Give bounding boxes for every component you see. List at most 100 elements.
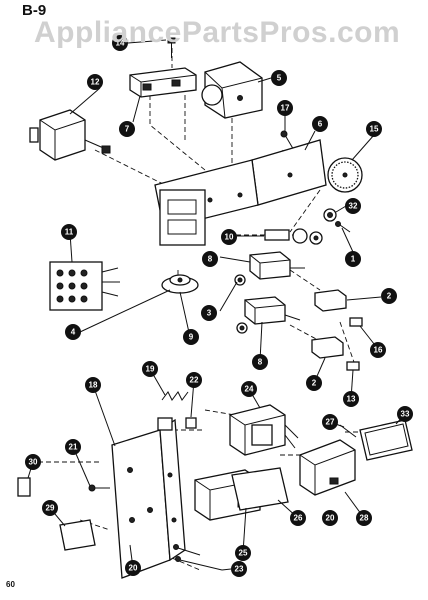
svg-text:24: 24	[245, 385, 254, 394]
callout-18: 18	[85, 377, 101, 393]
nut-part-22	[185, 417, 197, 429]
svg-text:21: 21	[69, 443, 78, 452]
callout-12: 12	[87, 74, 103, 90]
svg-text:26: 26	[294, 514, 303, 523]
callout-33: 33	[397, 406, 413, 422]
svg-text:27: 27	[326, 418, 335, 427]
callout-25: 25	[235, 545, 251, 561]
screw-part-23	[175, 556, 223, 571]
svg-text:18: 18	[89, 381, 98, 390]
callout-23: 23	[231, 561, 247, 577]
callout-24: 24	[241, 381, 257, 397]
svg-text:2: 2	[312, 379, 317, 388]
callout-20-right: 20	[322, 510, 338, 526]
svg-text:14: 14	[116, 39, 125, 48]
svg-text:9: 9	[189, 333, 194, 342]
switch-part-12	[29, 109, 111, 161]
svg-text:10: 10	[225, 233, 234, 242]
spring-switch-part-19	[157, 391, 189, 431]
callout-30: 30	[25, 454, 41, 470]
callout-2-upper: 2	[381, 288, 397, 304]
svg-text:32: 32	[349, 202, 358, 211]
svg-text:28: 28	[360, 514, 369, 523]
svg-text:17: 17	[281, 104, 290, 113]
callout-8-upper: 8	[202, 251, 218, 267]
callout-7: 7	[119, 121, 135, 137]
terminal-part-2-lower	[311, 336, 344, 359]
callout-28: 28	[356, 510, 372, 526]
svg-text:3: 3	[207, 309, 212, 318]
callout-15: 15	[366, 121, 382, 137]
svg-text:25: 25	[239, 549, 248, 558]
svg-text:33: 33	[401, 410, 410, 419]
solenoid-part-24	[229, 404, 299, 456]
svg-text:15: 15	[370, 125, 379, 134]
callout-5: 5	[271, 70, 287, 86]
svg-text:4: 4	[71, 328, 76, 337]
callout-20-bottom: 20	[125, 560, 141, 576]
mounting-plate-part-6	[154, 139, 327, 246]
sheet-code: B-9	[22, 2, 47, 19]
svg-text:6: 6	[318, 120, 323, 129]
svg-text:12: 12	[91, 78, 100, 87]
svg-text:8: 8	[258, 358, 263, 367]
screw-part-25	[173, 544, 201, 556]
callout-6: 6	[312, 116, 328, 132]
pad-part-16	[349, 317, 363, 327]
svg-text:20: 20	[129, 564, 138, 573]
callout-10: 10	[221, 229, 237, 245]
pad-part-13	[346, 361, 360, 371]
shaft-part-10	[264, 228, 323, 245]
callout-2-lower: 2	[306, 375, 322, 391]
terminal-part-2-upper	[314, 289, 347, 312]
svg-text:29: 29	[46, 504, 55, 513]
gasket-part-33	[359, 419, 413, 461]
knob-part-15	[327, 157, 363, 193]
callout-32: 32	[345, 198, 361, 214]
callout-16: 16	[370, 342, 386, 358]
page-number: 60	[6, 580, 15, 589]
svg-text:1: 1	[351, 255, 356, 264]
callout-17: 17	[277, 100, 293, 116]
main-panel-part-18	[111, 418, 186, 579]
svg-text:19: 19	[146, 365, 155, 374]
bracket-part-7	[129, 67, 197, 98]
svg-text:5: 5	[277, 74, 282, 83]
svg-text:7: 7	[125, 125, 130, 134]
thermostat-part-9	[161, 274, 199, 294]
svg-text:13: 13	[347, 395, 356, 404]
callout-21: 21	[65, 439, 81, 455]
washer-part-3	[234, 274, 248, 334]
callout-4: 4	[65, 324, 81, 340]
svg-text:30: 30	[29, 458, 38, 467]
svg-text:2: 2	[387, 292, 392, 301]
terminal-holder-part-8-lower	[244, 296, 301, 325]
callout-22: 22	[186, 372, 202, 388]
nut-part-32	[323, 208, 337, 222]
callout-14: 14	[112, 35, 128, 51]
screw-part-21	[88, 484, 110, 492]
callout-11: 11	[61, 224, 77, 240]
svg-text:11: 11	[65, 228, 74, 237]
tab-part-30	[17, 477, 31, 497]
callout-8-lower: 8	[252, 354, 268, 370]
svg-text:8: 8	[208, 255, 213, 264]
callout-1: 1	[345, 251, 361, 267]
callout-26: 26	[290, 510, 306, 526]
callout-19: 19	[142, 361, 158, 377]
svg-text:23: 23	[235, 565, 244, 574]
screw-part-14	[167, 37, 176, 58]
terminal-holder-part-8-upper	[249, 251, 305, 280]
callout-29: 29	[42, 500, 58, 516]
svg-text:20: 20	[326, 514, 335, 523]
svg-text:22: 22	[190, 376, 199, 385]
callout-3: 3	[201, 305, 217, 321]
callout-27: 27	[322, 414, 338, 430]
callout-13: 13	[343, 391, 359, 407]
timer-motor-part-5	[201, 61, 263, 119]
watermark: AppliancePartsPros.com	[34, 16, 401, 49]
callout-9: 9	[183, 329, 199, 345]
screw-part-1	[335, 221, 351, 233]
connector-block-part-11	[49, 261, 120, 311]
